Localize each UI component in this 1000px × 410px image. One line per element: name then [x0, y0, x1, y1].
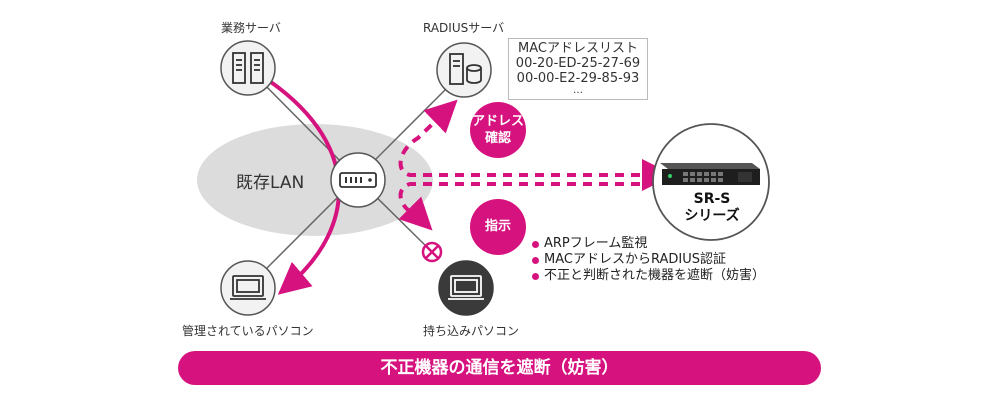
dashed-arrow-to-broughtin	[398, 182, 640, 231]
address-check-bubble	[470, 102, 526, 158]
switch-device-icon	[660, 163, 760, 185]
mac-list-entry: 00-00-E2-29-85-93	[516, 71, 640, 86]
sr-series-line1: SR-S	[693, 191, 731, 207]
laptop-icon	[230, 275, 266, 300]
radius-server-label: RADIUSサーバ	[423, 21, 505, 35]
mac-address-list: MACアドレスリスト 00-20-ED-25-27-69 00-00-E2-29…	[508, 38, 648, 100]
function-list: ARPフレーム監視 MACアドレスからRADIUS認証 不正と判断された機器を遮…	[532, 236, 765, 284]
address-check-line2: 確認	[484, 131, 511, 146]
managed-pc-label: 管理されているパソコン	[182, 324, 314, 338]
sr-series-label: SR-S シリーズ	[672, 191, 752, 225]
sr-series-node	[652, 123, 770, 241]
function-item: MACアドレスからRADIUS認証	[532, 252, 765, 268]
sr-series-line2: シリーズ	[684, 208, 740, 224]
summary-banner: 不正機器の通信を遮断（妨害）	[178, 351, 821, 385]
business-server-label: 業務サーバ	[221, 21, 281, 35]
radius-server-node	[436, 42, 492, 98]
managed-pc-node	[220, 260, 276, 316]
switch-icon	[339, 172, 377, 188]
function-item: 不正と判断された機器を遮断（妨害）	[532, 268, 765, 284]
blocked-icon	[421, 241, 443, 263]
existing-lan-label: 既存LAN	[236, 173, 305, 193]
instruction-label: 指示	[484, 219, 511, 234]
dashed-arrow-to-radius	[398, 99, 640, 177]
address-check-line1: アドレス	[471, 114, 524, 129]
mac-list-entry: 00-20-ED-25-27-69	[515, 56, 641, 71]
function-item: ARPフレーム監視	[532, 236, 765, 252]
laptop-icon	[448, 275, 484, 300]
address-check-label: アドレス 確認	[470, 113, 526, 147]
lan-switch-node	[330, 152, 386, 208]
instruction-bubble	[470, 199, 526, 255]
mac-list-title: MACアドレスリスト	[518, 41, 638, 56]
mac-list-entry: …	[573, 85, 583, 96]
server-icon	[232, 52, 264, 84]
brought-in-pc-label: 持ち込みパソコン	[423, 324, 520, 338]
database-server-icon	[449, 53, 482, 85]
business-server-node	[220, 40, 276, 96]
brought-in-pc-node	[438, 260, 494, 316]
